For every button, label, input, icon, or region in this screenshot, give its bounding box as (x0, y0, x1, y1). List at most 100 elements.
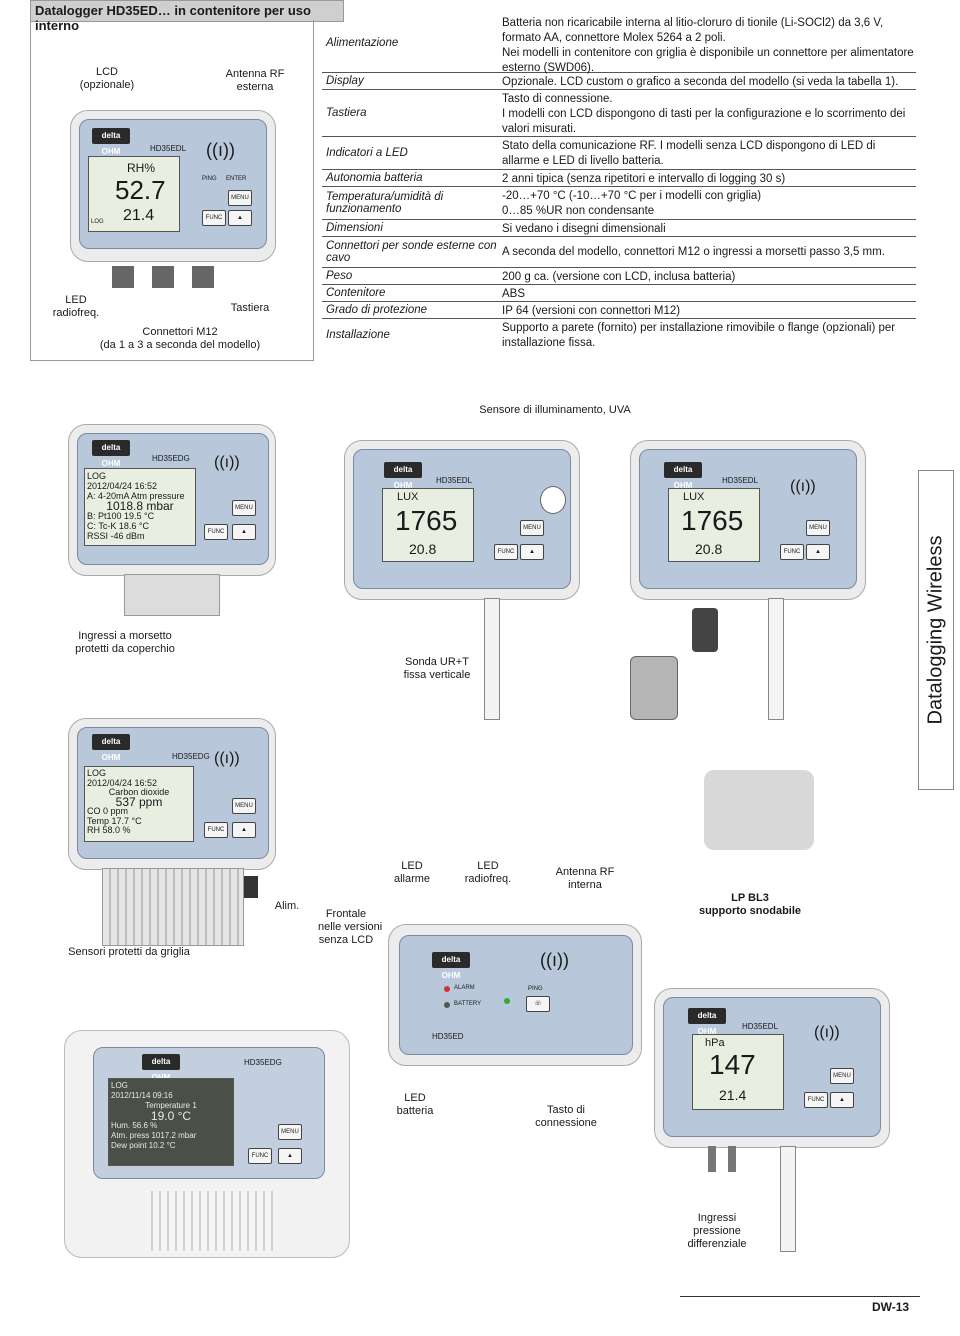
lcd-line: RSSI -46 dBm (87, 531, 145, 541)
main-value: 52.7 (115, 175, 166, 205)
model-label: HD35EDG (172, 752, 210, 761)
rh-probe-label: Sonda UR+T fissa verticale (403, 656, 471, 681)
lux-sensor-label: Sensore di illuminamento, UVA (479, 404, 631, 416)
lcd-line: 19.0 °C (150, 1109, 192, 1123)
up-button[interactable]: ▲ (520, 544, 544, 560)
pressure-port-1 (708, 1146, 716, 1172)
power-jack (244, 876, 258, 898)
up-button[interactable]: ▲ (830, 1092, 854, 1108)
antenna-icon: ((ı)) (540, 950, 569, 970)
connectors-label: Connettori M12 (da 1 a 3 a seconda del m… (99, 326, 261, 351)
model-label: HD35EDL (150, 144, 187, 153)
lux-probe-photo (630, 656, 678, 720)
brand-logo: delta OHM (92, 128, 130, 156)
lcd-display: LOG 2012/11/14 09:16 Temperature 1 19.0 … (108, 1078, 234, 1166)
menu-button[interactable]: MENU (520, 520, 544, 536)
lux-sensor-dome (540, 486, 566, 514)
brand-logo: delta OHM (432, 952, 470, 980)
lcd-line: C: Tc-K 18.6 °C (87, 521, 149, 531)
temp-value: 20.8 (409, 541, 437, 557)
lcd-line: A: 4-20mA Atm pressure (87, 491, 185, 501)
page-number: DW-13 (872, 1300, 910, 1314)
up-button[interactable]: ▲ (228, 210, 252, 226)
func-button[interactable]: FUNC (204, 524, 228, 540)
lcd-display: RH% 52.7 21.4 LOG (88, 156, 180, 232)
alim-label: Alim. (274, 900, 300, 912)
brand-logo: delta OHM (384, 462, 422, 490)
func-button[interactable]: FUNC (780, 544, 804, 560)
menu-button[interactable]: MENU (806, 520, 830, 536)
terminal-cover (124, 574, 220, 616)
model-label: HD35EDG (244, 1058, 282, 1067)
lcd-line: 2012/11/14 09:16 (111, 1091, 173, 1100)
menu-button[interactable]: MENU (232, 500, 256, 516)
m12-connector-1 (112, 266, 134, 288)
up-button[interactable]: ▲ (232, 822, 256, 838)
menu-button[interactable]: MENU (278, 1124, 302, 1140)
model-label: HD35ED (432, 1032, 464, 1041)
log-label: LOG (91, 219, 104, 225)
antenna-int-label: Antenna RF interna (555, 866, 615, 891)
side-tab-label: Datalogging Wireless (924, 535, 947, 725)
m12-connector-3 (192, 266, 214, 288)
up-button[interactable]: ▲ (806, 544, 830, 560)
terminals-label: Ingressi a morsetto protetti da coperchi… (75, 630, 175, 655)
lcd-line: B: Pt100 19.5 °C (87, 511, 155, 521)
lcd-line: Hum. 56.6 % (111, 1121, 158, 1130)
up-button[interactable]: ▲ (232, 524, 256, 540)
ping-label: PING (202, 176, 217, 182)
brand-logo: delta OHM (664, 462, 702, 490)
brand-logo: delta OHM (92, 734, 130, 762)
device-lux-2: delta OHM HD35EDL LUX 1765 20.8 MENU FUN… (630, 440, 866, 600)
func-button[interactable]: FUNC (248, 1148, 272, 1164)
device-panel: delta OHM HD35EDG LOG 2012/11/14 09:16 T… (93, 1047, 325, 1179)
lcd-line: 2012/04/24 16:52 (87, 777, 158, 788)
conn-key-label: Tasto di connessione (535, 1104, 597, 1129)
lcd-line: Atm. press 1017.2 mbar (111, 1131, 197, 1140)
lcd-line: 1018.8 mbar (106, 499, 174, 513)
lcd-line: Dew point 10.2 °C (111, 1141, 176, 1150)
connection-button[interactable]: ☏ (526, 996, 550, 1012)
menu-button[interactable]: MENU (232, 798, 256, 814)
func-button[interactable]: FUNC (804, 1092, 828, 1108)
main-value: 147 (709, 1049, 756, 1080)
antenna-icon: ((ı)) (214, 750, 240, 767)
up-button[interactable]: ▲ (278, 1148, 302, 1164)
spec-row: Temperatura/umidità di funzionamento-20…… (322, 187, 916, 220)
temp-value: 20.8 (695, 541, 723, 557)
lcd-display: LOG 2012/04/24 16:52 Carbon dioxide 537 … (84, 766, 194, 842)
lcd-line: LOG (87, 471, 107, 481)
menu-button[interactable]: MENU (830, 1068, 854, 1084)
func-button[interactable]: FUNC (204, 822, 228, 838)
model-label: HD35EDG (152, 454, 190, 463)
lcd-display: LUX 1765 20.8 (668, 488, 760, 562)
rf-led (504, 998, 510, 1004)
top-device: delta OHM HD35EDL RH% 52.7 21.4 LOG MENU… (70, 110, 276, 262)
brand-logo: delta OHM (142, 1054, 180, 1082)
func-button[interactable]: FUNC (494, 544, 518, 560)
func-button[interactable]: FUNC (202, 210, 226, 226)
antenna-label: Antenna RF esterna (225, 68, 285, 93)
brand-logo: delta OHM (688, 1008, 726, 1036)
header-bar: Datalogger HD35ED… in contenitore per us… (30, 0, 344, 33)
led-radio-label: LED radiofreq. (52, 294, 100, 319)
led-rf-label: LED radiofreq. (464, 860, 512, 885)
sensor-grid (102, 868, 244, 946)
lpbl3-label: LP BL3 supporto snodabile (698, 892, 802, 917)
keypad-label: Tastiera (230, 302, 270, 314)
temp-value: 21.4 (123, 207, 155, 224)
m12-connector-2 (152, 266, 174, 288)
antenna-icon: ((ı)) (814, 1024, 840, 1041)
lcd-line: 537 ppm (115, 794, 163, 809)
menu-button[interactable]: MENU (228, 190, 252, 206)
lcd-display: LOG 2012/04/24 16:52 A: 4-20mA Atm press… (84, 468, 196, 546)
